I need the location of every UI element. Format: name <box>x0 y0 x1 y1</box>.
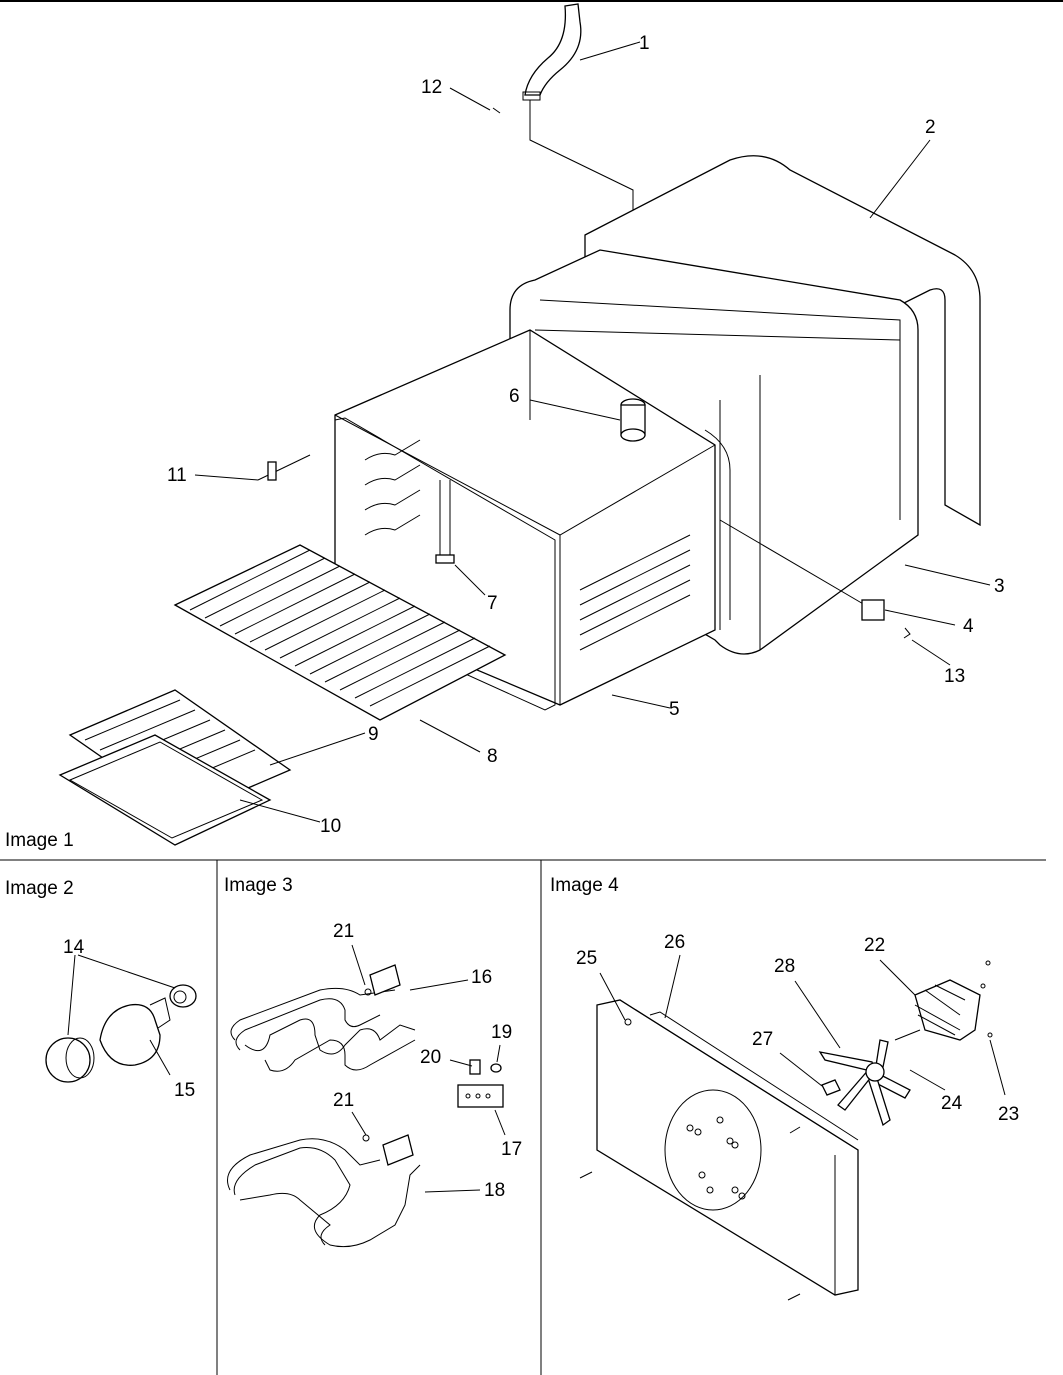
callout-25: 25 <box>576 948 597 969</box>
callout-21-bottom: 21 <box>333 1090 354 1111</box>
image-4-caption: Image 4 <box>550 875 619 896</box>
callout-2: 2 <box>925 117 936 138</box>
callout-19: 19 <box>491 1022 512 1043</box>
callout-28: 28 <box>774 956 795 977</box>
image-4-illustration: Image 4 <box>550 875 1019 1301</box>
image-1-caption: Image 1 <box>5 830 74 851</box>
callout-21-top: 21 <box>333 921 354 942</box>
callout-24: 24 <box>941 1093 963 1114</box>
callout-18: 18 <box>484 1180 505 1201</box>
callout-3: 3 <box>994 576 1005 597</box>
callout-13: 13 <box>944 666 965 687</box>
callout-9: 9 <box>368 724 379 745</box>
callout-26: 26 <box>664 932 685 953</box>
image-1-illustration <box>58 3 991 846</box>
callout-4: 4 <box>963 616 974 637</box>
callout-16: 16 <box>471 967 492 988</box>
callout-6: 6 <box>509 386 520 407</box>
callout-8: 8 <box>487 746 498 767</box>
callout-22: 22 <box>864 935 885 956</box>
fan-blade <box>818 1039 911 1127</box>
callout-17: 17 <box>501 1139 522 1160</box>
callout-15: 15 <box>174 1080 195 1101</box>
image-1-callouts: 1 2 3 4 5 6 7 8 9 10 11 12 13 Image 1 <box>5 33 1005 851</box>
callout-11: 11 <box>167 465 187 486</box>
image-2-illustration: Image 2 14 15 <box>5 878 197 1101</box>
callout-5: 5 <box>669 699 680 720</box>
callout-27: 27 <box>752 1029 773 1050</box>
callout-12: 12 <box>421 77 442 98</box>
callout-7: 7 <box>487 593 498 614</box>
image-3-illustration: Image 3 21 16 19 20 1 <box>224 875 522 1248</box>
callout-14: 14 <box>63 937 85 958</box>
callout-20: 20 <box>420 1047 441 1068</box>
callout-1: 1 <box>639 33 650 54</box>
callout-23: 23 <box>998 1104 1019 1125</box>
callout-10: 10 <box>320 816 341 837</box>
image-2-caption: Image 2 <box>5 878 74 899</box>
image-3-caption: Image 3 <box>224 875 293 896</box>
